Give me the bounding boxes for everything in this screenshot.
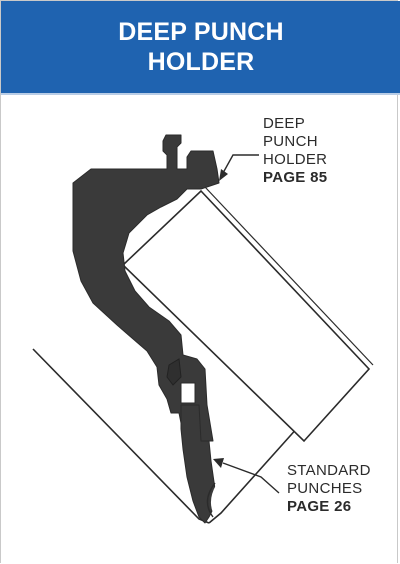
punches-callout-line-1: STANDARD [287,462,371,479]
deep-punch-holder-body [72,134,220,442]
holder-clamp-notch [166,358,182,386]
holder-callout-line-1: DEEP [263,115,306,132]
punch-tip-highlight [210,485,217,515]
figure-header: DEEP PUNCH HOLDER [1,1,400,93]
holder-leader-line [222,154,259,174]
workpiece-right-line [208,425,300,524]
punch-tip-curve [206,482,216,518]
deep-box-plate-inner-edge [204,186,374,366]
punch-holder-diagram [32,134,374,524]
holder-callout-line-2: PUNCH [263,133,318,150]
punches-callout: STANDARD PUNCHES PAGE 26 [287,462,371,516]
deep-box-plate-outline [121,189,371,443]
header-title-line-1: DEEP PUNCH [118,18,284,46]
holder-callout-line-3: HOLDER [263,151,328,168]
header-divider [1,93,400,95]
holder-leader-arrow [219,169,228,181]
punches-page-ref: PAGE 26 [287,498,352,515]
holder-slot [180,382,196,404]
punches-callout-line-2: PUNCHES [287,480,363,497]
standard-punch [180,404,216,524]
holder-callout: DEEP PUNCH HOLDER PAGE 85 [263,115,327,187]
header-title-line-2: HOLDER [147,48,255,76]
holder-page-ref: PAGE 85 [263,169,328,186]
punches-leader-arrow [213,458,224,468]
punches-leader-line [222,462,280,494]
